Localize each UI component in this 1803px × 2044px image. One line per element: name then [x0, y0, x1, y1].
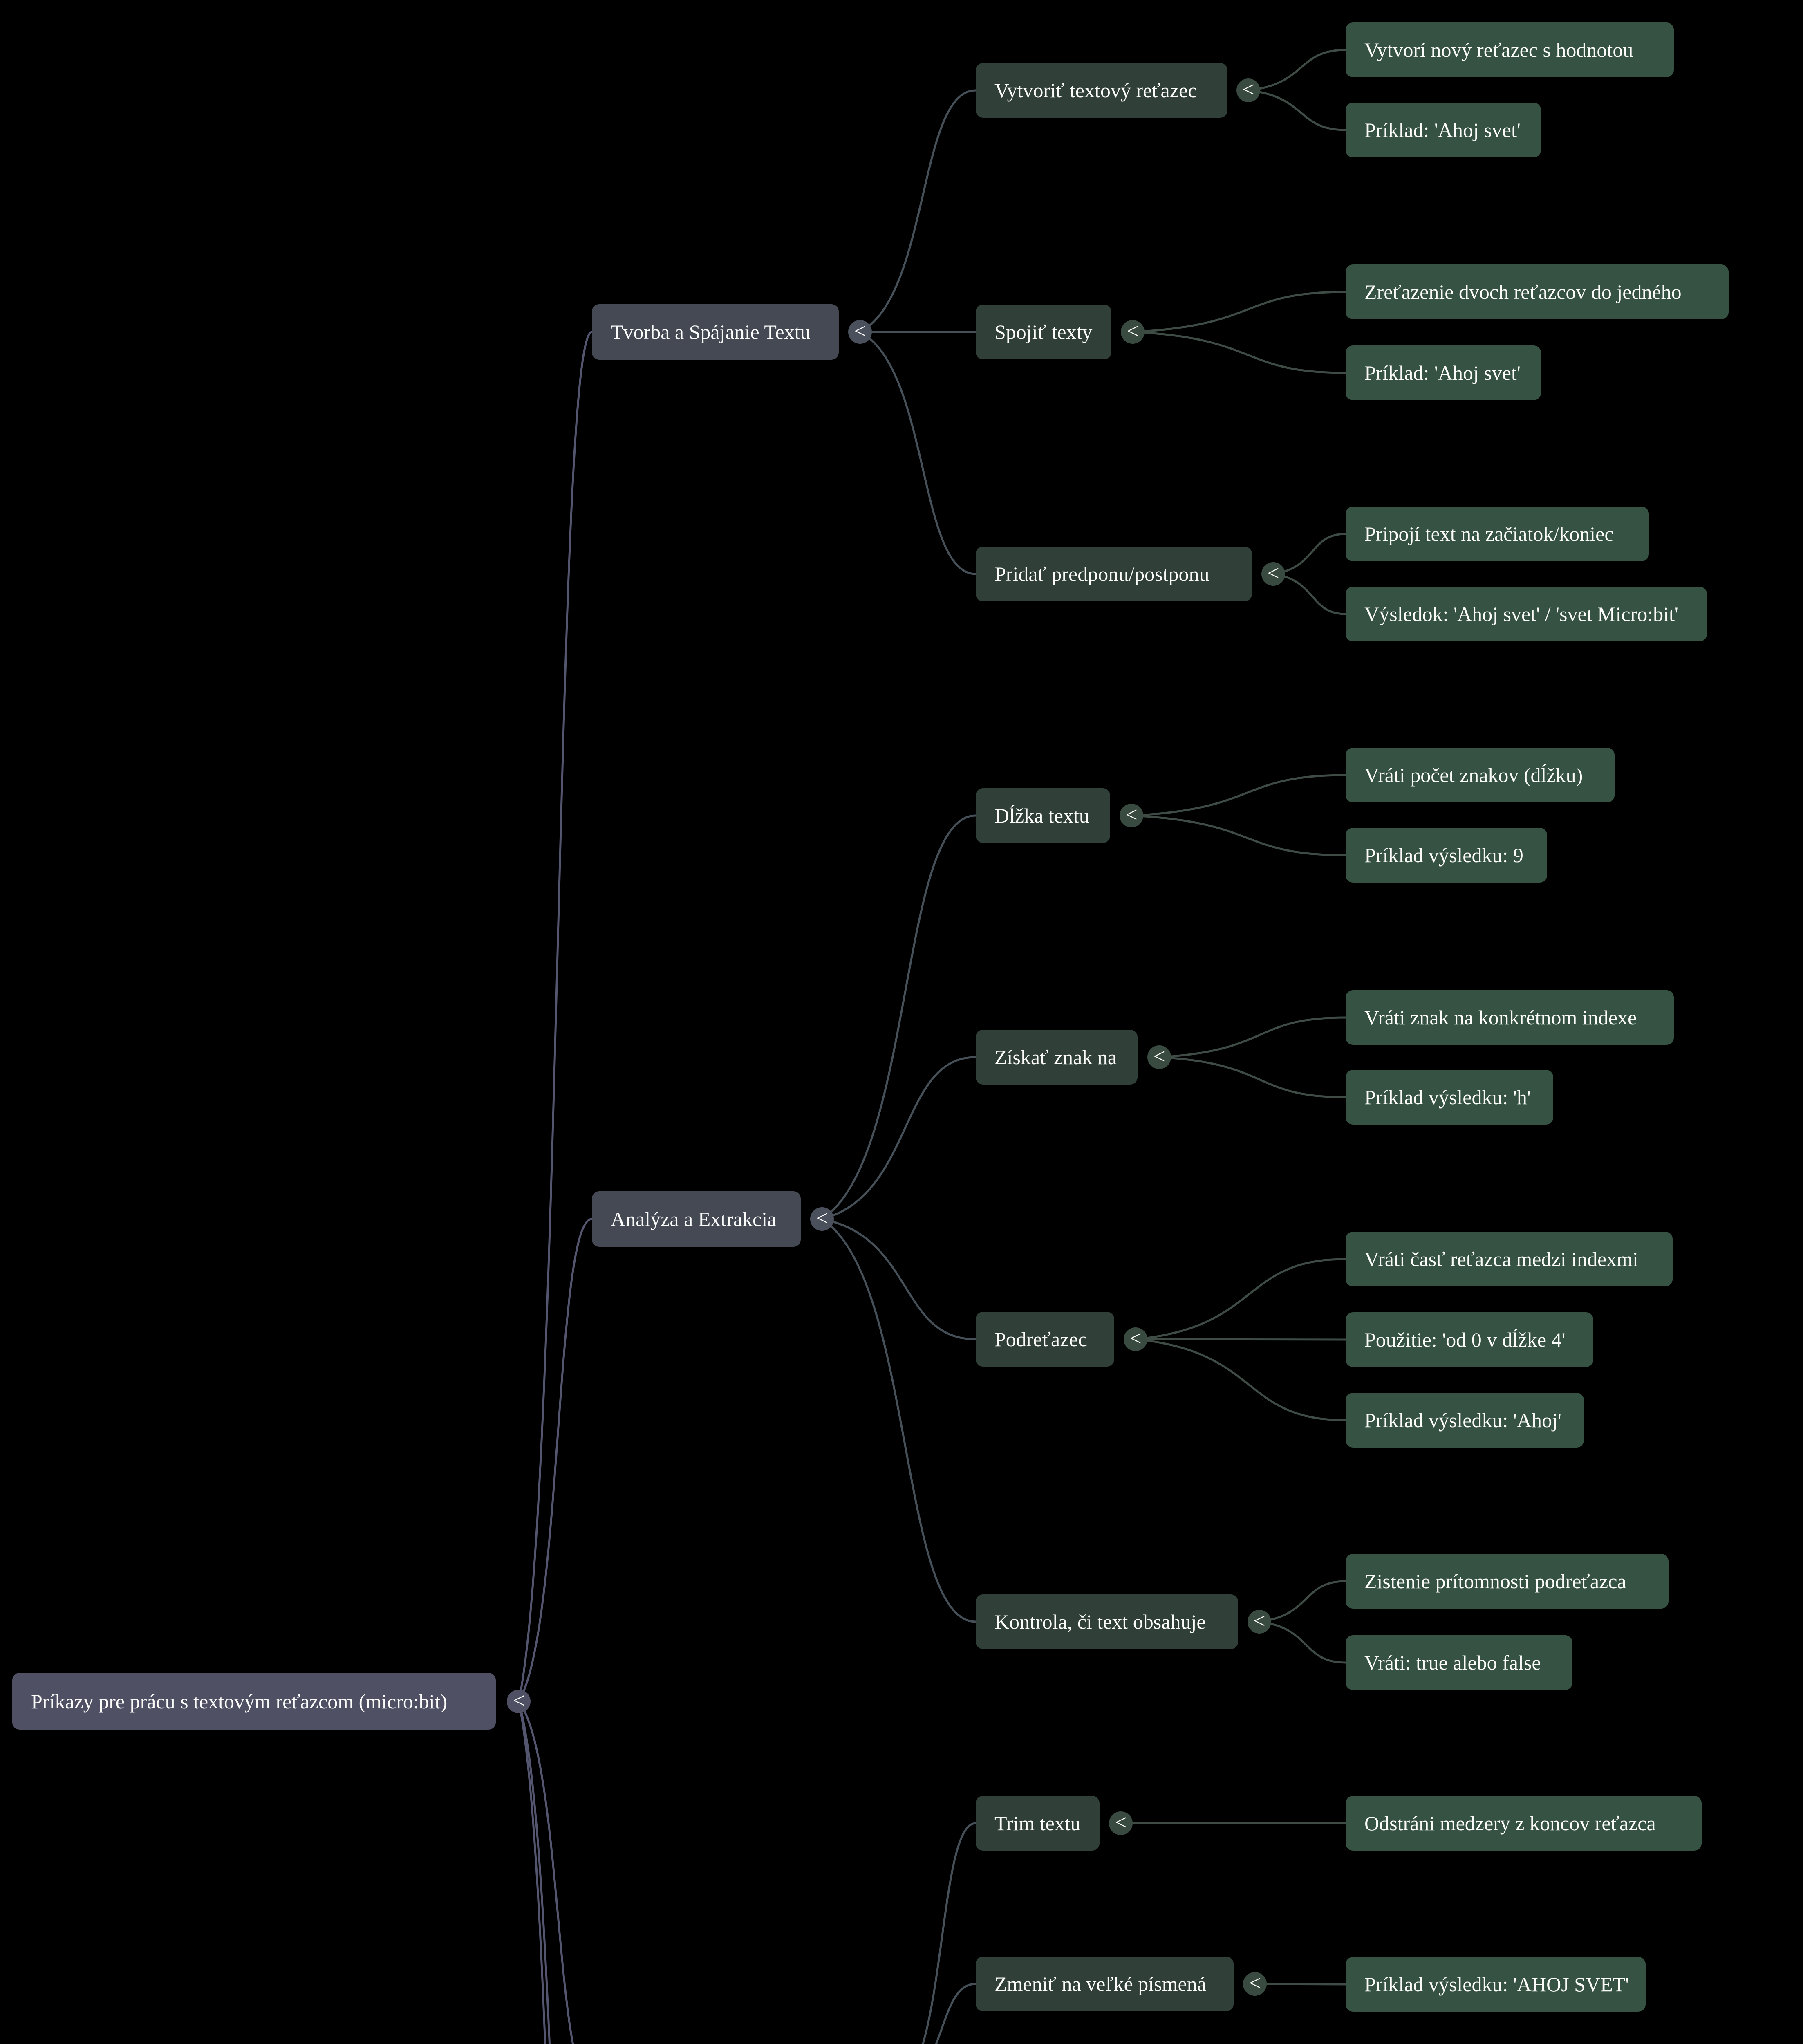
svg-text:Spojiť texty: Spojiť texty: [994, 320, 1092, 343]
svg-text:<: <: [1267, 562, 1279, 585]
svg-text:Dĺžka textu: Dĺžka textu: [994, 804, 1089, 827]
svg-text:<: <: [513, 1689, 524, 1712]
svg-text:Príkazy pre prácu s textovým r: Príkazy pre prácu s textovým reťazcom (m…: [31, 1690, 447, 1713]
svg-text:Pridať predponu/postponu: Pridať predponu/postponu: [994, 563, 1209, 585]
svg-text:<: <: [1249, 1972, 1261, 1995]
svg-text:<: <: [1253, 1609, 1265, 1633]
svg-text:<: <: [1125, 803, 1137, 827]
svg-text:Zistenie prítomnosti podreťazc: Zistenie prítomnosti podreťazca: [1364, 1570, 1626, 1593]
svg-text:<: <: [1242, 78, 1254, 101]
svg-text:Príklad výsledku: 9: Príklad výsledku: 9: [1364, 844, 1523, 867]
svg-text:Príklad: 'Ahoj svet': Príklad: 'Ahoj svet': [1364, 119, 1521, 141]
svg-text:Príklad výsledku: 'Ahoj': Príklad výsledku: 'Ahoj': [1364, 1409, 1561, 1432]
svg-text:Príklad výsledku: 'AHOJ SVET': Príklad výsledku: 'AHOJ SVET': [1364, 1973, 1629, 1996]
svg-text:<: <: [854, 320, 866, 343]
svg-text:<: <: [1153, 1045, 1165, 1068]
svg-text:Príklad: 'Ahoj svet': Príklad: 'Ahoj svet': [1364, 361, 1521, 384]
svg-text:Odstráni medzery z koncov reťa: Odstráni medzery z koncov reťazca: [1364, 1812, 1656, 1835]
svg-text:Vráti: true alebo false: Vráti: true alebo false: [1364, 1651, 1541, 1674]
svg-text:<: <: [1127, 320, 1138, 343]
svg-text:Trim textu: Trim textu: [994, 1812, 1081, 1835]
svg-text:<: <: [1115, 1811, 1127, 1834]
svg-text:Vráti časť reťazca medzi index: Vráti časť reťazca medzi indexmi: [1364, 1248, 1638, 1271]
svg-text:Vráti znak na konkrétnom index: Vráti znak na konkrétnom indexe: [1364, 1006, 1637, 1029]
svg-text:Vytvorí nový reťazec s hodnoto: Vytvorí nový reťazec s hodnotou: [1364, 38, 1633, 61]
svg-text:Pripojí text na začiatok/konie: Pripojí text na začiatok/koniec: [1364, 522, 1614, 545]
svg-text:Vytvoriť textový reťazec: Vytvoriť textový reťazec: [994, 79, 1197, 102]
svg-text:<: <: [816, 1207, 828, 1230]
svg-text:Tvorba a Spájanie Textu: Tvorba a Spájanie Textu: [611, 320, 810, 343]
svg-text:Vráti počet znakov (dĺžku): Vráti počet znakov (dĺžku): [1364, 764, 1583, 787]
svg-text:Získať znak na: Získať znak na: [994, 1046, 1117, 1069]
svg-text:Podreťazec: Podreťazec: [994, 1328, 1087, 1351]
svg-text:Výsledok: 'Ahoj svet' / 'svet: Výsledok: 'Ahoj svet' / 'svet Micro:bit': [1364, 603, 1678, 625]
svg-text:Zmeniť na veľké písmená: Zmeniť na veľké písmená: [994, 1972, 1206, 1995]
svg-text:Kontrola, či text obsahuje: Kontrola, či text obsahuje: [994, 1610, 1206, 1633]
svg-text:Príklad výsledku: 'h': Príklad výsledku: 'h': [1364, 1086, 1531, 1109]
svg-text:Použitie: 'od 0 v dĺžke 4': Použitie: 'od 0 v dĺžke 4': [1364, 1328, 1566, 1351]
svg-text:Analýza a Extrakcia: Analýza a Extrakcia: [611, 1208, 776, 1230]
svg-text:Zreťazenie dvoch reťazcov do j: Zreťazenie dvoch reťazcov do jedného: [1364, 280, 1682, 303]
svg-text:<: <: [1129, 1327, 1141, 1350]
